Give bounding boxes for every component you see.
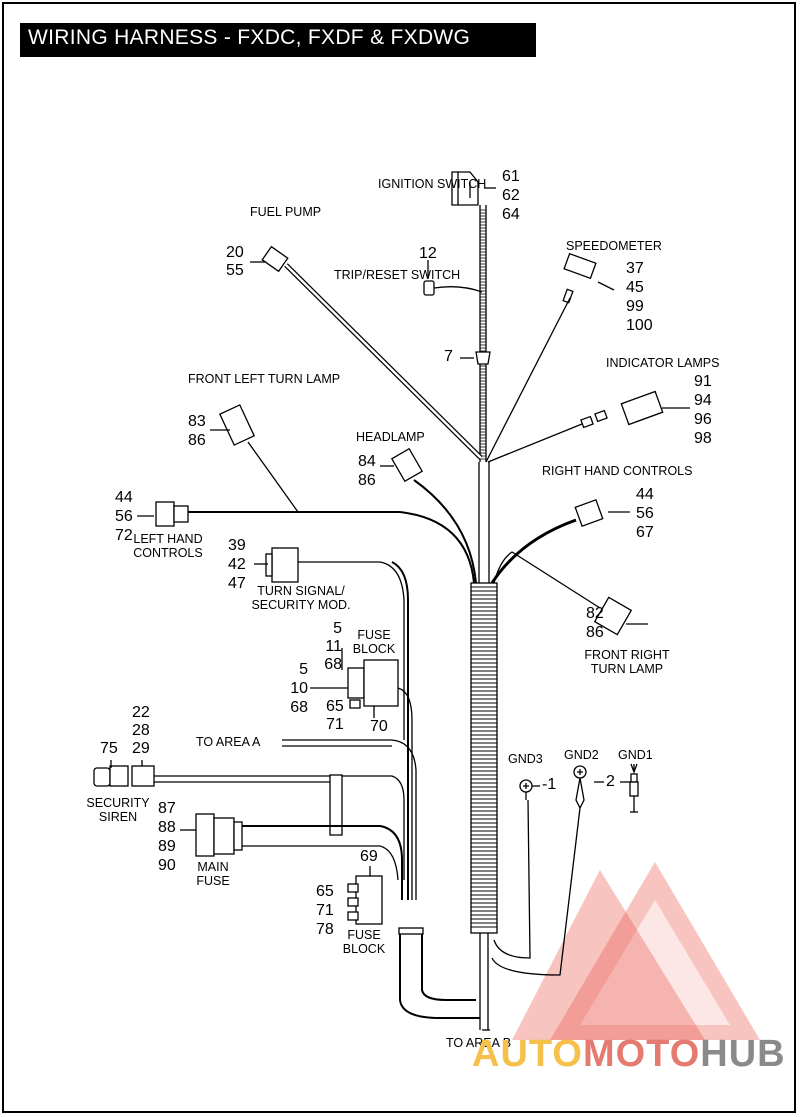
main-fuse — [195, 813, 243, 857]
watermark-logo — [512, 862, 760, 1040]
gnd3-label: GND3 — [508, 752, 543, 766]
ignition-switch-connector — [451, 171, 479, 206]
fuse-block-lower — [347, 875, 383, 925]
to-area-a-branch — [282, 739, 417, 900]
indicator-lamps-connector — [580, 390, 664, 429]
left-hand-controls-label: LEFT HAND CONTROLS — [133, 532, 203, 560]
turn-signal-module-label: TURN SIGNAL/ SECURITY MOD. — [251, 584, 351, 612]
fuel-pump-label: FUEL PUMP — [250, 205, 322, 219]
security-siren-side-callout: 75 — [100, 740, 118, 757]
clip-callout: 7 — [444, 348, 453, 365]
title-bar — [20, 23, 536, 57]
security-siren-label: SECURITY SIREN — [86, 796, 150, 824]
front-right-turn-lamp — [593, 596, 633, 636]
main-harness-trunk — [470, 205, 498, 934]
front-right-turn-lamp-label: FRONT RIGHT TURN LAMP — [584, 648, 670, 676]
trip-reset-switch-label: TRIP/RESET SWITCH — [334, 268, 461, 282]
front-left-turn-lamp-label: FRONT LEFT TURN LAMP — [188, 372, 341, 386]
trip-reset-switch-callout: 12 — [419, 245, 437, 262]
trip-reset-switch — [423, 280, 483, 296]
left-hand-controls-connector — [155, 501, 189, 527]
front-left-turn-lamp — [218, 404, 256, 446]
to-area-b-label: TO AREA B — [446, 1036, 512, 1050]
fuse-block-lower-label: FUSE BLOCK — [342, 928, 386, 956]
headlamp-connector — [390, 447, 424, 483]
main-fuse-label: MAIN FUSE — [196, 860, 230, 888]
ground-gnd2 — [573, 765, 630, 810]
watermark-text: AUTOMOTOHUB — [472, 1033, 786, 1075]
right-hand-controls-label: RIGHT HAND CONTROLS — [542, 464, 693, 478]
gnd1-label: GND1 — [618, 748, 653, 762]
harness-clip — [475, 351, 491, 365]
turn-signal-security-module — [265, 547, 299, 583]
ground-gnd1 — [629, 763, 639, 813]
to-area-a-label: TO AREA A — [196, 735, 261, 749]
gnd3-callout: -1 — [542, 776, 557, 793]
page-title: WIRING HARNESS - FXDC, FXDF & FXDWG — [28, 26, 471, 49]
gnd2-callout: 2 — [606, 773, 615, 790]
ignition-switch-label: IGNITION SWITCH — [378, 177, 487, 191]
indicator-lamps-label: INDICATOR LAMPS — [606, 356, 720, 370]
security-siren — [93, 765, 155, 787]
right-hand-controls-connector — [574, 499, 604, 527]
ground-gnd3 — [519, 779, 540, 800]
fuse-block-lower-top-callout: 69 — [360, 848, 378, 865]
speedometer-connector — [562, 252, 597, 304]
fuel-pump-connector — [261, 245, 289, 273]
gnd2-label: GND2 — [564, 748, 599, 762]
lower-harness-loop — [398, 799, 581, 1031]
fuse-block-upper-label: FUSE BLOCK — [352, 628, 396, 656]
fuse-block-upper-relay-callout: 70 — [370, 718, 388, 735]
headlamp-label: HEADLAMP — [356, 430, 425, 444]
speedometer-label: SPEEDOMETER — [566, 239, 662, 253]
fuse-block-upper — [347, 659, 399, 709]
